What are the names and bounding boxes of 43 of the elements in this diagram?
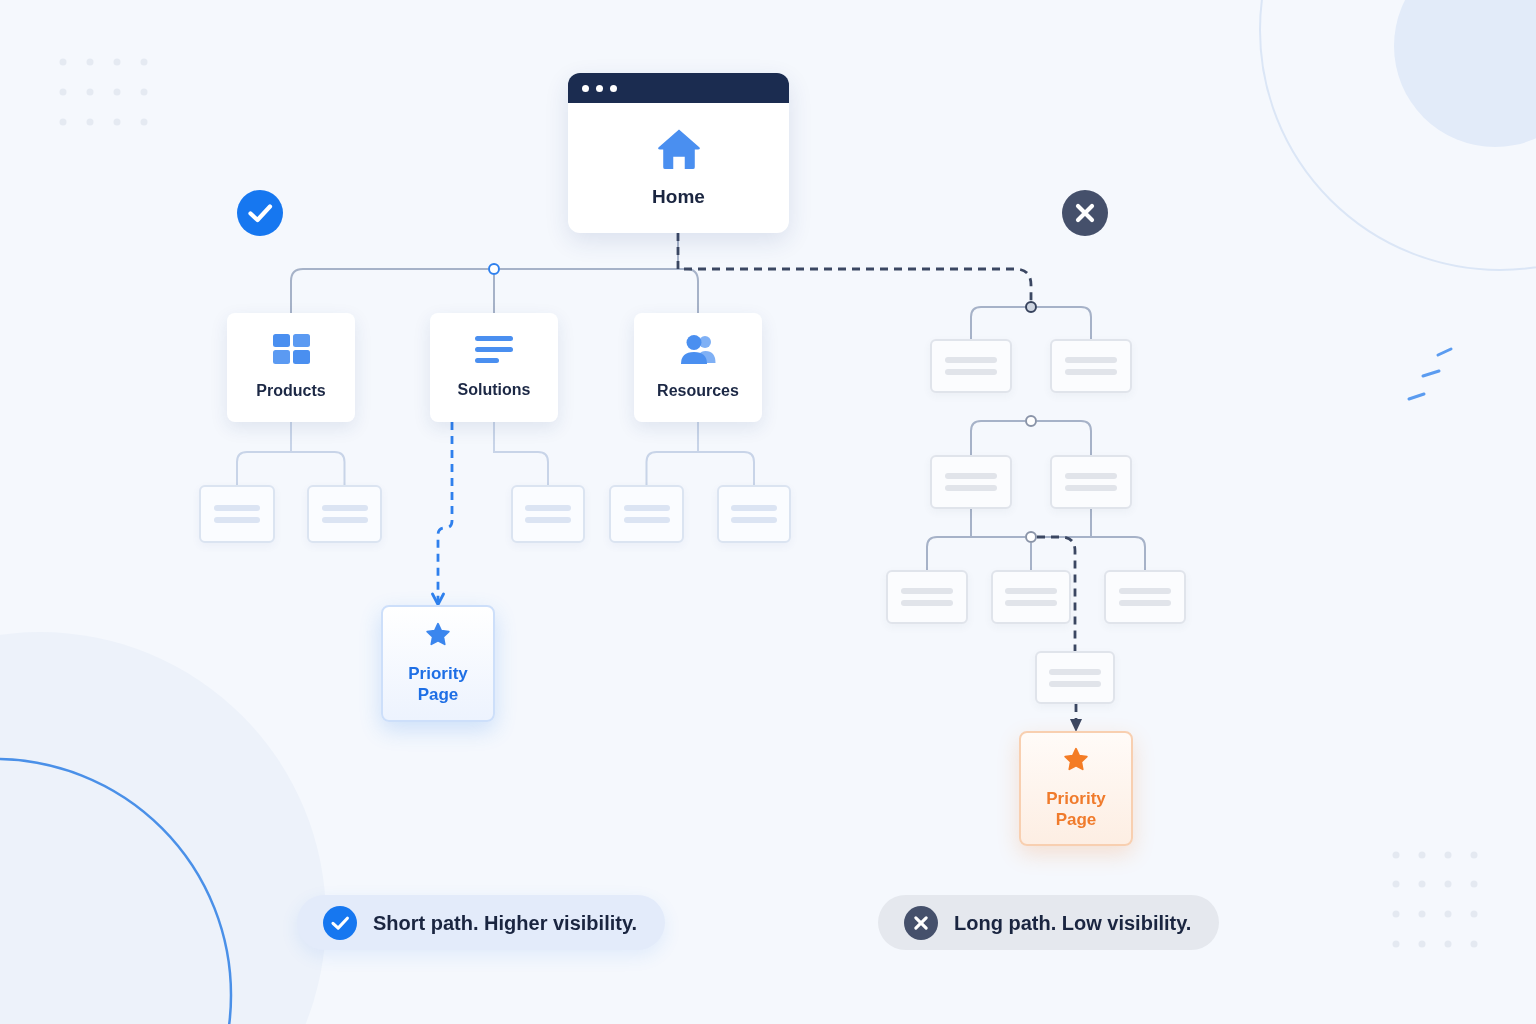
connector-line: [290, 268, 489, 314]
connector-line: [970, 306, 1026, 340]
placeholder-card: [886, 570, 968, 624]
placeholder-card: [1050, 339, 1132, 393]
page-card: [227, 313, 355, 422]
connector-line: [499, 268, 699, 314]
placeholder-card: [930, 455, 1012, 509]
placeholder-card: [609, 485, 684, 543]
node-label: Priority Page: [1045, 788, 1107, 830]
placeholder-card: [1050, 455, 1132, 509]
connector-line: [290, 421, 346, 486]
placeholder-card: [991, 570, 1071, 624]
placeholder-card: [930, 339, 1012, 393]
dashed-arrow: [431, 422, 454, 606]
banner-text: Long path. Low visibility.: [954, 910, 1192, 936]
page-card: [430, 313, 558, 422]
priority-page-card: [381, 605, 495, 722]
connector-line: [1036, 306, 1092, 340]
browser-window-card: [568, 73, 789, 233]
connector-line: [926, 536, 1026, 571]
dashed-connector: [676, 233, 1033, 301]
node-label: Resources: [657, 381, 739, 401]
placeholder-card: [199, 485, 275, 543]
priority-page-card: [1019, 731, 1133, 846]
banner-text: Short path. Higher visibility.: [373, 910, 638, 936]
placeholder-card: [717, 485, 791, 543]
placeholder-card: [1104, 570, 1186, 624]
connector-line: [697, 421, 755, 486]
dashed-connector: [1037, 535, 1077, 651]
connector-line: [493, 421, 549, 486]
dashed-arrow: [1070, 704, 1082, 732]
placeholder-card: [1035, 651, 1115, 704]
placeholder-card: [307, 485, 382, 543]
page-card: [634, 313, 762, 422]
node-label: Products: [256, 381, 326, 401]
node-label: Solutions: [457, 379, 531, 400]
connector-line: [493, 274, 495, 314]
connector-line: [970, 420, 1026, 456]
node-label: Home: [652, 184, 705, 208]
placeholder-card: [511, 485, 585, 543]
node-label: Priority Page: [407, 663, 469, 705]
connector-line: [1036, 420, 1092, 456]
connector-line: [1030, 542, 1032, 571]
